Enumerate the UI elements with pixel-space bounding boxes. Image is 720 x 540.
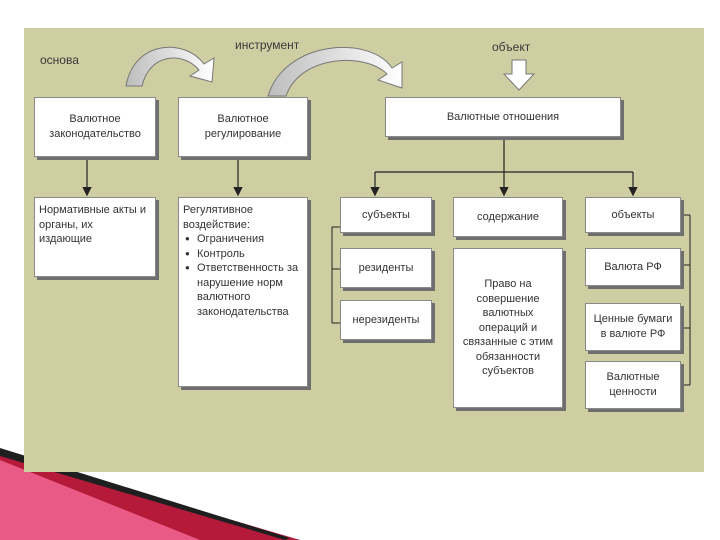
label-obekt: объект: [492, 40, 531, 54]
list-item: Контроль: [185, 247, 303, 262]
box-objects: объекты: [585, 197, 681, 233]
box-securities: Ценные бумаги в валюте РФ: [585, 303, 681, 351]
label-instrument: инструмент: [235, 38, 300, 52]
box-subjects: субъекты: [340, 197, 432, 233]
box-residents: резиденты: [340, 248, 432, 288]
curved-arrow-instrument: [267, 47, 403, 97]
box-valuables: Валютные ценности: [585, 361, 681, 409]
box-acts: Нормативные акты и органы, их издающие: [34, 197, 156, 277]
regulative-impact-title: Регулятивное воздействие:: [183, 204, 253, 231]
box-currency-rf: Валюта РФ: [585, 248, 681, 286]
label-osnova: основа: [40, 53, 79, 67]
regulative-impact-list: Ограничения Контроль Ответственность за …: [183, 232, 303, 319]
box-nonresidents: нерезиденты: [340, 300, 432, 340]
box-content: содержание: [453, 197, 563, 237]
block-arrow-down: [502, 59, 536, 91]
box-right: Право на совершение валютных операций и …: [453, 248, 563, 408]
curved-arrow-osnova: [125, 46, 215, 87]
box-regulative-impact: Регулятивное воздействие: Ограничения Ко…: [178, 197, 308, 387]
box-regulation: Валютное регулирование: [178, 97, 308, 157]
box-relations: Валютные отношения: [385, 97, 621, 137]
box-legislation: Валютное законодательство: [34, 97, 156, 157]
list-item: Ограничения: [185, 232, 303, 247]
list-item: Ответственность за нарушение норм валютн…: [185, 261, 303, 319]
